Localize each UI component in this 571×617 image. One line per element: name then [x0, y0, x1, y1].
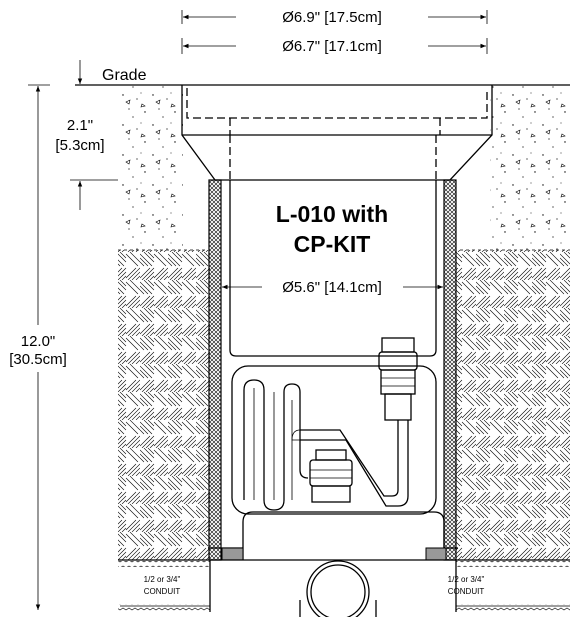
- conduit-label-right: 1/2 or 3/4" CONDUIT: [448, 575, 485, 596]
- fixture-body: [229, 135, 437, 357]
- dim-body-diameter: Ø5.6" [14.1cm]: [222, 279, 443, 296]
- backfill-sand: [118, 85, 570, 250]
- top-depth-in-label: 2.1": [67, 117, 93, 134]
- dim-inner-diameter: Ø6.7" [17.1cm]: [181, 38, 488, 55]
- total-depth-cm-label: [30.5cm]: [9, 351, 67, 368]
- grade-marker: Grade: [77, 60, 147, 84]
- conduit-left-text: CONDUIT: [144, 587, 181, 596]
- conduit-right-text: CONDUIT: [448, 587, 485, 596]
- dim-total-depth: 12.0" [30.5cm]: [9, 84, 67, 610]
- soil-hatch: [118, 250, 570, 560]
- conduit-left-size: 1/2 or 3/4": [144, 575, 181, 584]
- top-depth-cm-label: [5.3cm]: [55, 137, 104, 154]
- inner-diameter-label: Ø6.7" [17.1cm]: [282, 38, 382, 55]
- dim-outer-diameter: Ø6.9" [17.5cm]: [181, 9, 488, 26]
- title-line-1: L-010 with: [276, 201, 388, 227]
- conduit-pipe: [299, 560, 377, 617]
- conduit-label-left: 1/2 or 3/4" CONDUIT: [144, 575, 181, 596]
- conduit-right-size: 1/2 or 3/4": [448, 575, 485, 584]
- outer-diameter-label: Ø6.9" [17.5cm]: [282, 9, 382, 26]
- cable-gland-right: [378, 337, 418, 421]
- grade-label: Grade: [102, 67, 147, 84]
- model-title: L-010 with CP-KIT: [276, 201, 388, 257]
- fixture-head: [181, 85, 493, 181]
- title-line-2: CP-KIT: [294, 231, 371, 257]
- conduit-band: [118, 559, 570, 612]
- body-diameter-label: Ø5.6" [14.1cm]: [282, 279, 382, 296]
- junction-box: [208, 511, 458, 561]
- cable-gland-center: [309, 449, 353, 503]
- dim-top-depth: 2.1" [5.3cm]: [55, 117, 118, 210]
- wiring-harness: [231, 365, 437, 515]
- total-depth-in-label: 12.0": [21, 333, 56, 350]
